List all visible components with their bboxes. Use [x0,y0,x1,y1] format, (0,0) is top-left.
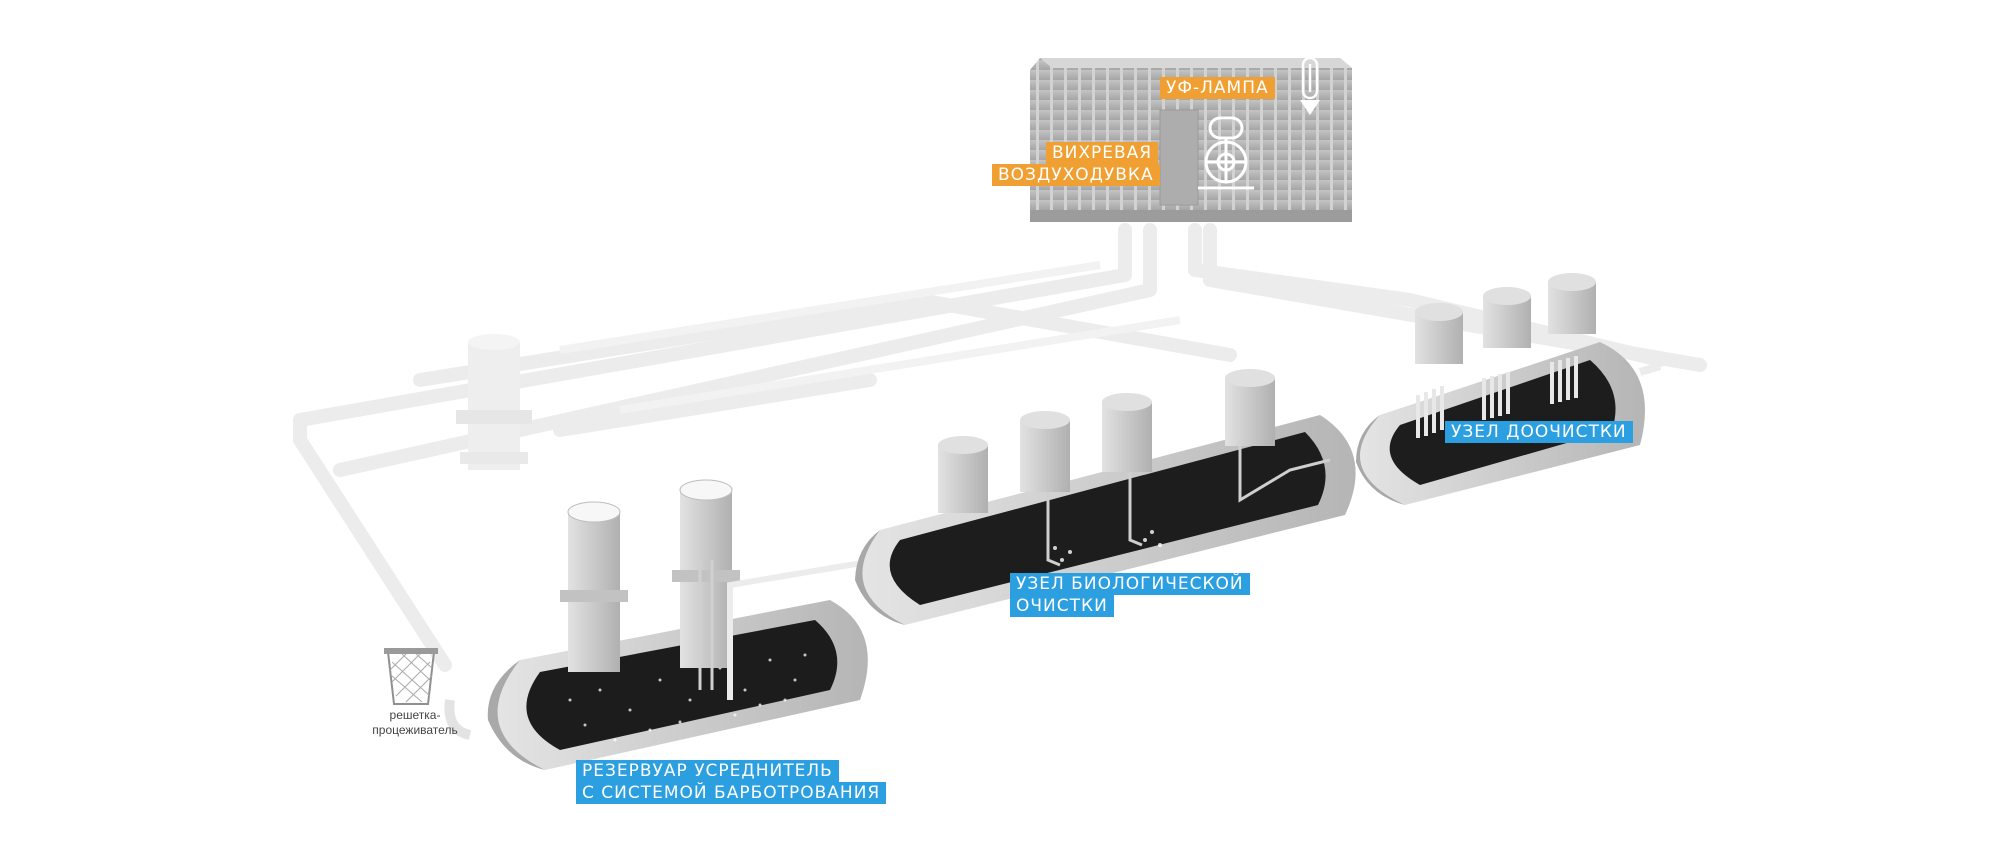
pipe-network-light [559,261,1181,414]
hatch-group [1415,273,1596,364]
bio-treatment-label-line1: УЗЕЛ БИОЛОГИЧЕСКОЙ [1010,573,1250,595]
faded-column [456,334,532,470]
trash-bin-icon [384,648,438,705]
post-treatment-label: УЗЕЛ ДООЧИСТКИ [1445,421,1633,443]
equalizer-label-line1: РЕЗЕРВУАР УСРЕДНИТЕЛЬ [576,760,839,782]
pipe-network [293,223,1707,672]
blower-label-line2: ВОЗДУХОДУВКА [992,164,1160,186]
uv-lamp-label: УФ-ЛАМПА [1160,77,1275,99]
equalizer-tank [487,479,881,770]
blower-label-line1: ВИХРЕВАЯ [1046,142,1159,164]
grate-pipe [444,699,472,740]
bio-treatment-label-line2: ОЧИСТКИ [1010,595,1114,617]
filter-media [1416,356,1578,438]
equalizer-label-line2: С СИСТЕМОЙ БАРБОТРОВАНИЯ [576,782,887,804]
grate-label-line2: процеживатель [372,723,458,737]
blower-icon [1198,116,1254,190]
grate-label: решетка- процеживатель [370,708,460,738]
grate-label-line1: решетка- [389,708,441,722]
hatch-group [938,369,1275,513]
uv-lamp-icon [1300,56,1320,115]
bio-treatment-tank [855,369,1356,625]
